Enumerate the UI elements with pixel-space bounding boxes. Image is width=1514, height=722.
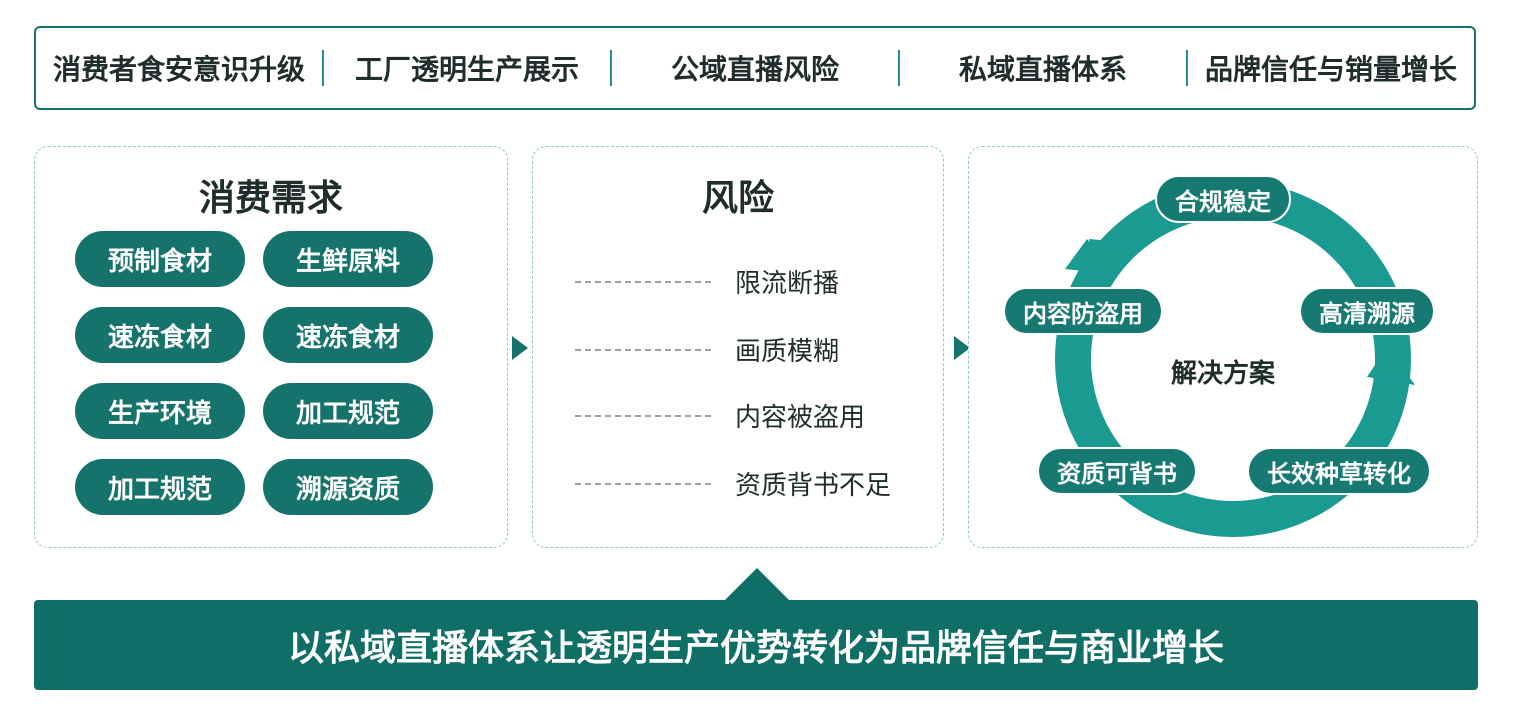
dashed-line [575, 280, 711, 283]
demand-pill: 预制食材 [75, 231, 245, 287]
dashed-line [575, 482, 711, 485]
cycle-node: 高清溯源 [1299, 287, 1435, 335]
arrow-right-icon [954, 336, 970, 360]
cycle-arrowhead-icon [1367, 347, 1415, 385]
divider [898, 50, 900, 86]
risk-item: 限流断播 [575, 263, 839, 300]
arrow-right-icon [512, 336, 528, 360]
dashed-line [575, 348, 711, 351]
risk-title: 风险 [701, 178, 774, 219]
divider [1186, 50, 1188, 86]
risk-panel: 风险 限流断播 画质模糊 内容被盗用 资质背书不足 [532, 146, 944, 548]
flow-step-4: 私域直播体系 [958, 53, 1127, 86]
cycle-arrowhead-icon [1065, 239, 1119, 275]
flow-step-3: 公域直播风险 [670, 53, 839, 86]
divider [322, 50, 324, 86]
risk-label: 内容被盗用 [735, 403, 866, 433]
demand-title: 消费需求 [198, 178, 343, 219]
risk-item: 画质模糊 [575, 331, 839, 368]
cycle-node: 合规稳定 [1155, 175, 1291, 223]
banner-notch [723, 568, 791, 602]
cycle-node: 资质可背书 [1037, 447, 1197, 495]
demand-pill: 加工规范 [263, 383, 433, 439]
risk-item: 资质背书不足 [575, 465, 891, 502]
cycle-node: 长效种草转化 [1247, 447, 1431, 495]
dashed-line [575, 414, 711, 417]
top-flow-bar: 消费者食安意识升级 工厂透明生产展示 公域直播风险 私域直播体系 品牌信任与销量… [34, 26, 1476, 110]
demand-pill: 速冻食材 [75, 307, 245, 363]
demand-pill: 溯源资质 [263, 459, 433, 515]
risk-label: 限流断播 [735, 269, 840, 299]
demand-pill: 生产环境 [75, 383, 245, 439]
demand-pill: 加工规范 [75, 459, 245, 515]
cycle-node: 内容防盗用 [1003, 287, 1163, 335]
flow-step-1: 消费者食安意识升级 [52, 53, 305, 86]
demand-pill: 速冻食材 [263, 307, 433, 363]
risk-label: 画质模糊 [735, 337, 840, 367]
solution-center-label: 解决方案 [1171, 359, 1276, 389]
divider [610, 50, 612, 86]
banner-text: 以私域直播体系让透明生产优势转化为品牌信任与商业增长 [287, 628, 1224, 669]
solution-panel: 合规稳定 高清溯源 长效种草转化 资质可背书 内容防盗用 解决方案 [968, 146, 1478, 548]
risk-label: 资质背书不足 [735, 471, 892, 501]
flow-step-5: 品牌信任与销量增长 [1204, 53, 1457, 86]
demand-panel: 消费需求 预制食材 生鲜原料 速冻食材 速冻食材 生产环境 加工规范 加工规范 … [34, 146, 508, 548]
risk-item: 内容被盗用 [575, 397, 865, 434]
flow-step-2: 工厂透明生产展示 [354, 53, 579, 86]
summary-banner: 以私域直播体系让透明生产优势转化为品牌信任与商业增长 [34, 600, 1478, 690]
demand-pill: 生鲜原料 [263, 231, 433, 287]
